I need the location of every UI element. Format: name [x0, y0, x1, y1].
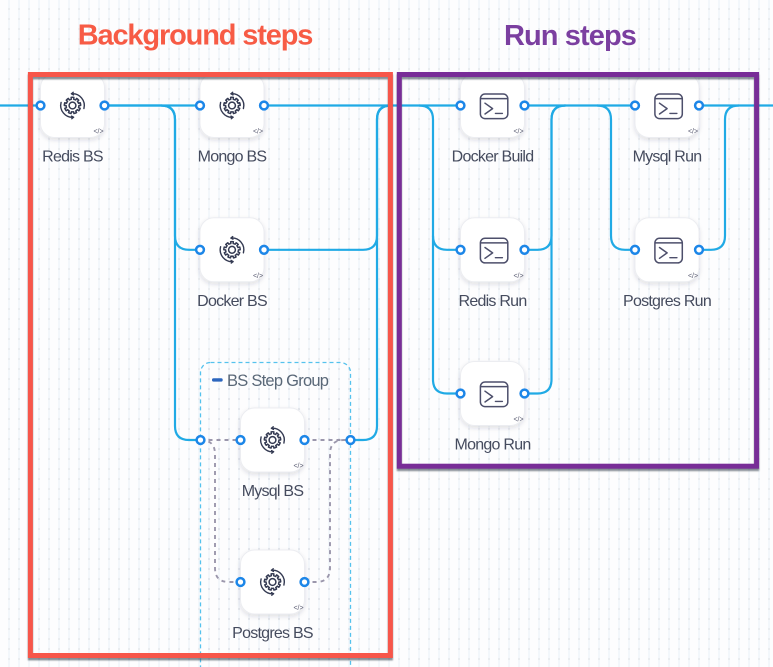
svg-text:</>: </>: [688, 273, 698, 280]
svg-text:Postgres Run: Postgres Run: [623, 293, 711, 310]
svg-text:Background steps: Background steps: [78, 20, 313, 52]
svg-text:</>: </>: [253, 273, 263, 280]
svg-text:Run steps: Run steps: [504, 20, 636, 52]
svg-text:</>: </>: [688, 129, 698, 136]
svg-text:Docker BS: Docker BS: [197, 293, 267, 310]
svg-text:</>: </>: [513, 273, 523, 280]
svg-text:</>: </>: [253, 129, 263, 136]
svg-text:</>: </>: [513, 129, 523, 136]
svg-text:Mongo Run: Mongo Run: [455, 437, 531, 454]
svg-text:Mysql BS: Mysql BS: [242, 483, 304, 500]
svg-text:Mongo BS: Mongo BS: [198, 149, 267, 166]
svg-text:Redis BS: Redis BS: [42, 149, 103, 166]
svg-text:Redis Run: Redis Run: [459, 293, 527, 310]
svg-text:</>: </>: [93, 129, 103, 136]
svg-text:Postgres BS: Postgres BS: [232, 625, 313, 642]
svg-text:Docker Build: Docker Build: [452, 149, 534, 166]
svg-text:</>: </>: [293, 605, 303, 612]
svg-text:Mysql Run: Mysql Run: [633, 149, 702, 166]
svg-text:BS Step Group: BS Step Group: [227, 372, 329, 390]
svg-text:</>: </>: [513, 417, 523, 424]
svg-text:</>: </>: [293, 463, 303, 470]
